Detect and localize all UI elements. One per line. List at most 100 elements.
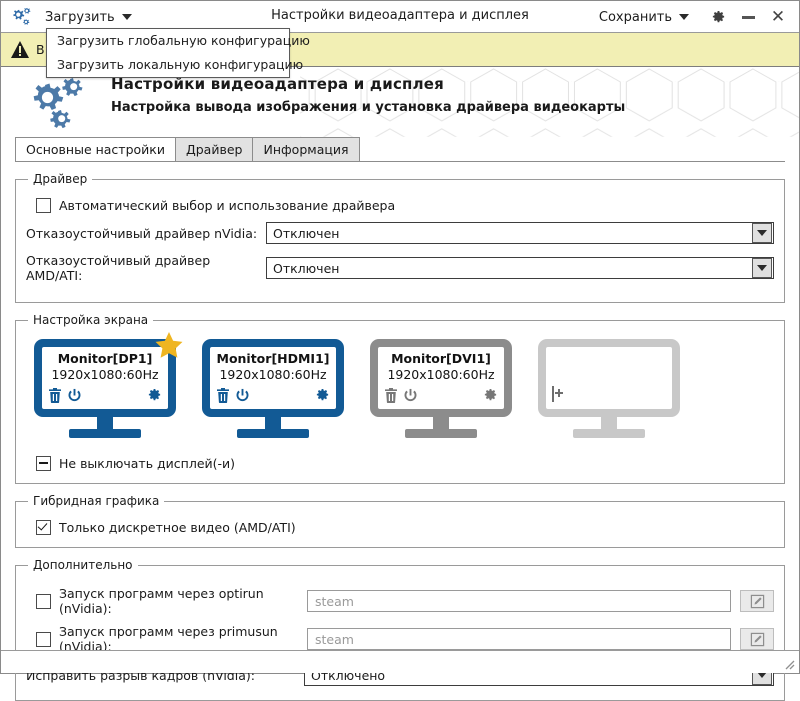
title-bar: Загрузить Настройки видеоадаптера и дисп… xyxy=(1,1,799,33)
monitor-resolution: 1920x1080:60Hz xyxy=(219,367,327,382)
primary-star-icon xyxy=(154,331,184,360)
banner-gears-icon xyxy=(27,77,89,129)
load-menu-label: Загрузить xyxy=(45,9,115,25)
banner-text: Настройки видеоадаптера и дисплея Настро… xyxy=(111,75,789,115)
screen-group-legend: Настройка экрана xyxy=(33,313,149,327)
monitor-base xyxy=(405,429,477,438)
power-icon[interactable] xyxy=(403,388,418,406)
optirun-checkbox[interactable] xyxy=(36,593,51,609)
monitor-bezel: Monitor[DP1] 1920x1080:60Hz xyxy=(34,339,176,417)
load-menu-button[interactable]: Загрузить xyxy=(45,7,132,27)
discrete-only-row[interactable]: Только дискретное видео (AMD/ATI) xyxy=(36,520,774,535)
monitor-stand xyxy=(601,417,617,429)
monitor-name: Monitor[HDMI1] xyxy=(216,351,330,366)
save-menu-label: Сохранить xyxy=(598,9,672,25)
gear-icon[interactable] xyxy=(147,388,162,406)
monitor-resolution: 1920x1080:60Hz xyxy=(51,367,159,382)
monitor-base xyxy=(573,429,645,438)
monitor-stand xyxy=(265,417,281,429)
menu-item-local-config[interactable]: Загрузить локальную конфигурацию xyxy=(57,57,304,72)
keep-display-on-label: Не выключать дисплей(-и) xyxy=(59,456,236,471)
advanced-group: Дополнительно Запуск программ через opti… xyxy=(15,558,785,701)
window-title: Настройки видеоадаптера и дисплея xyxy=(271,8,529,23)
auto-driver-label: Автоматический выбор и использование дра… xyxy=(59,198,396,213)
monitor-actions xyxy=(216,388,330,406)
chevron-down-icon xyxy=(679,14,689,20)
tab-bar: Основные настройки Драйвер Информация xyxy=(15,137,799,161)
chevron-down-icon xyxy=(121,14,132,20)
monitor-bezel xyxy=(538,339,680,417)
auto-driver-row[interactable]: Автоматический выбор и использование дра… xyxy=(36,198,774,213)
monitor-name: Monitor[DVI1] xyxy=(391,351,491,366)
close-icon: ✕ xyxy=(770,6,786,27)
minimize-icon xyxy=(741,15,755,19)
advanced-group-legend: Дополнительно xyxy=(33,558,133,572)
chevron-down-icon[interactable] xyxy=(752,258,772,278)
warning-triangle-icon xyxy=(10,40,30,59)
amd-fallback-row: Отказоустойчивый драйвер AMD/ATI: Отключ… xyxy=(26,253,774,283)
banner-subheading: Настройка вывода изображения и установка… xyxy=(111,100,626,115)
gear-icon[interactable] xyxy=(315,388,330,406)
keep-display-on-row[interactable]: Не выключать дисплей(-и) xyxy=(36,456,774,471)
gear-icon[interactable] xyxy=(483,388,498,406)
optirun-input[interactable]: steam xyxy=(307,590,731,612)
driver-group-legend: Драйвер xyxy=(33,172,88,186)
trash-icon[interactable] xyxy=(216,388,230,406)
tab-information[interactable]: Информация xyxy=(252,137,360,161)
monitor-bezel: Monitor[DVI1] 1920x1080:60Hz xyxy=(370,339,512,417)
optirun-row: Запуск программ через optirun (nVidia): … xyxy=(26,586,774,616)
monitor-list: Monitor[DP1] 1920x1080:60Hz xyxy=(26,332,774,442)
primusrun-checkbox[interactable] xyxy=(36,631,51,647)
tab-main-settings[interactable]: Основные настройки xyxy=(15,137,176,161)
nvidia-fallback-value: Отключен xyxy=(273,225,340,241)
load-dropdown-menu[interactable]: Загрузить глобальную конфигурацию Загруз… xyxy=(46,28,310,78)
monitor-card-dvi1[interactable]: Monitor[DVI1] 1920x1080:60Hz xyxy=(370,339,512,438)
tab-content-main-settings: Драйвер Автоматический выбор и использов… xyxy=(15,161,785,701)
monitor-base xyxy=(69,429,141,438)
monitor-card-hdmi1[interactable]: Monitor[HDMI1] 1920x1080:60Hz xyxy=(202,339,344,438)
warning-text: В xyxy=(36,42,45,57)
optirun-placeholder: steam xyxy=(315,593,354,609)
primusrun-input[interactable]: steam xyxy=(307,628,731,650)
amd-fallback-combobox[interactable]: Отключен xyxy=(266,257,774,279)
power-icon[interactable] xyxy=(235,388,250,406)
keep-display-on-checkbox[interactable] xyxy=(36,456,51,471)
auto-driver-checkbox[interactable] xyxy=(36,198,51,213)
monitor-actions xyxy=(384,388,498,406)
monitor-screen: Monitor[DVI1] 1920x1080:60Hz xyxy=(378,347,504,409)
discrete-only-checkbox[interactable] xyxy=(36,520,51,535)
optirun-label: Запуск программ через optirun (nVidia): xyxy=(59,586,264,616)
nvidia-fallback-combobox[interactable]: Отключен xyxy=(266,222,774,244)
amd-fallback-value: Отключен xyxy=(273,260,340,276)
monitor-bezel: Monitor[HDMI1] 1920x1080:60Hz xyxy=(202,339,344,417)
monitor-name: Monitor[DP1] xyxy=(57,351,153,366)
status-bar xyxy=(1,650,799,673)
primusrun-placeholder: steam xyxy=(315,631,354,647)
monitor-stand xyxy=(97,417,113,429)
tab-driver[interactable]: Драйвер xyxy=(174,137,254,161)
discrete-only-label: Только дискретное видео (AMD/ATI) xyxy=(59,520,296,535)
banner-heading: Настройки видеоадаптера и дисплея xyxy=(111,75,444,93)
settings-button[interactable] xyxy=(703,5,733,29)
trash-icon[interactable] xyxy=(48,388,62,406)
driver-group: Драйвер Автоматический выбор и использов… xyxy=(15,172,785,303)
plus-icon[interactable] xyxy=(552,386,554,402)
monitor-card-dp1[interactable]: Monitor[DP1] 1920x1080:60Hz xyxy=(34,332,183,438)
monitor-actions xyxy=(48,388,162,406)
monitor-stand xyxy=(433,417,449,429)
trash-icon[interactable] xyxy=(384,388,398,406)
primusrun-edit-button[interactable] xyxy=(740,628,774,650)
resize-grip-icon[interactable] xyxy=(781,656,795,670)
nvidia-fallback-row: Отказоустойчивый драйвер nVidia: Отключе… xyxy=(26,222,774,244)
save-menu-button[interactable]: Сохранить xyxy=(599,10,689,25)
power-icon[interactable] xyxy=(67,388,82,406)
minimize-button[interactable] xyxy=(733,5,763,29)
amd-fallback-label: Отказоустойчивый драйвер AMD/ATI: xyxy=(26,253,211,283)
chevron-down-icon[interactable] xyxy=(752,223,772,243)
optirun-edit-button[interactable] xyxy=(740,590,774,612)
menu-item-global-config[interactable]: Загрузить глобальную конфигурацию xyxy=(57,33,310,48)
pencil-edit-icon xyxy=(750,632,764,646)
gear-icon xyxy=(712,10,724,22)
monitor-card-add-new[interactable] xyxy=(538,339,680,438)
close-button[interactable]: ✕ xyxy=(763,5,793,29)
